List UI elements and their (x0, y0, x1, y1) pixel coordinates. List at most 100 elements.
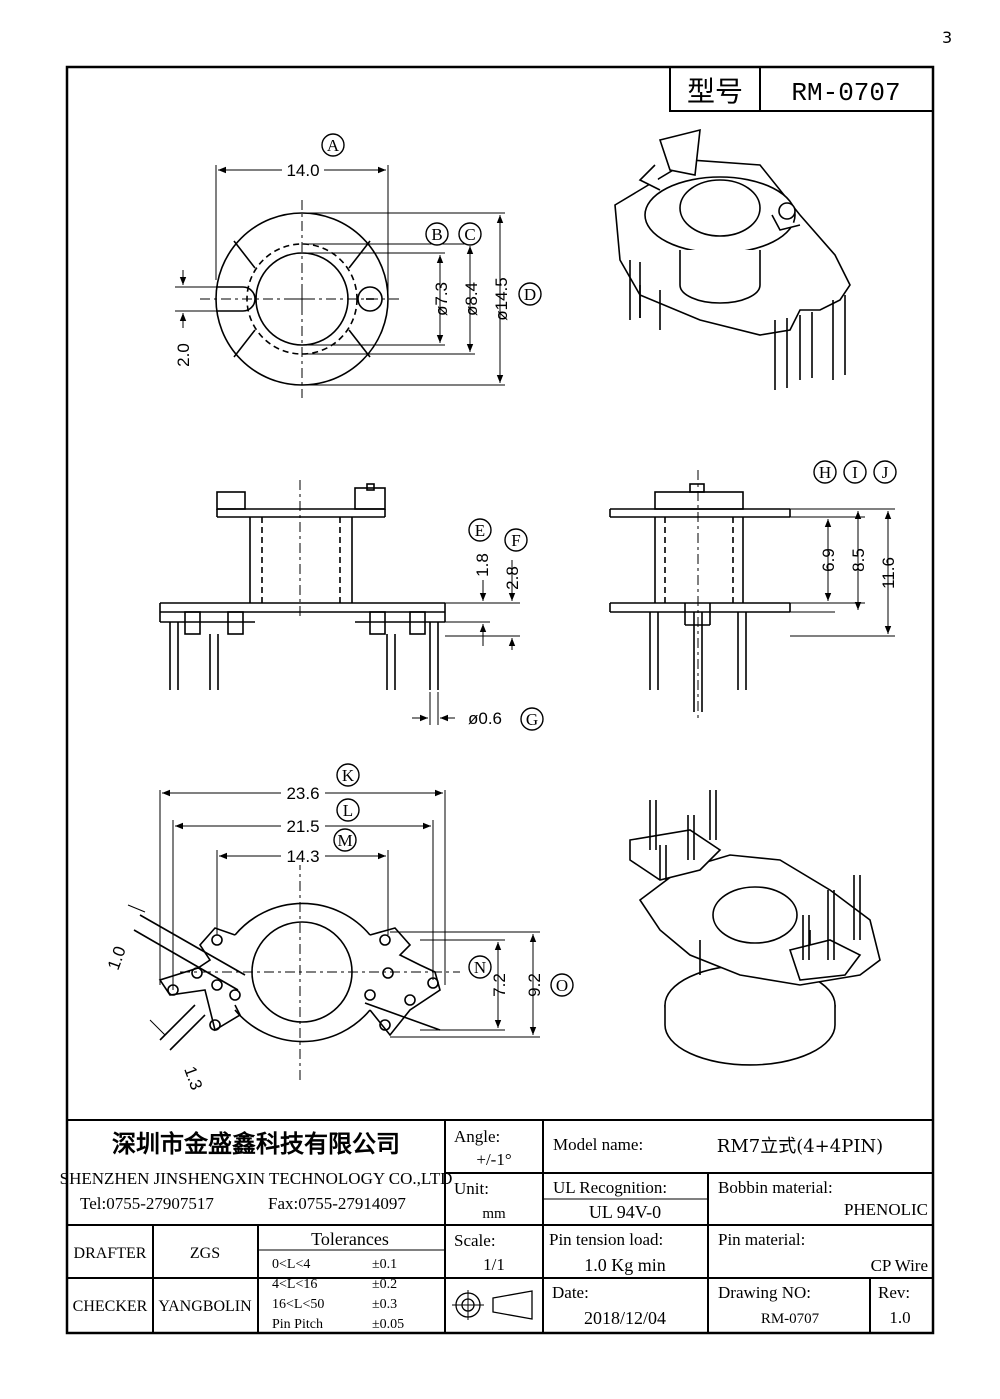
callout-j-label: J (882, 463, 889, 482)
dim-n-value: 7.2 (490, 973, 509, 997)
callout-n-label: N (474, 958, 486, 977)
title-block (67, 1119, 933, 1333)
callout-k-label: K (342, 766, 355, 785)
callout-a-circle (321, 133, 345, 157)
tolerance-range: 16<L<50 (272, 1297, 324, 1312)
tolerance-range: 4<L<16 (272, 1277, 317, 1292)
checker-label: CHECKER (73, 1298, 148, 1315)
unit-label: Unit: (454, 1179, 489, 1198)
dim-j-value: 11.6 (879, 557, 898, 589)
callout-e-label: E (475, 521, 485, 540)
ul-recognition-label: UL Recognition: (553, 1178, 667, 1197)
pin-material-label: Pin material: (718, 1230, 805, 1249)
dim-i-value: 8.5 (849, 548, 868, 572)
dim-m-value: 14.3 (286, 847, 319, 866)
model-name-label: Model name: (553, 1135, 643, 1154)
drawing-no-value: RM-0707 (761, 1311, 820, 1327)
callout-f-circle (504, 528, 528, 552)
dim-c-value: ø8.4 (462, 282, 481, 316)
angle-label: Angle: (454, 1127, 500, 1146)
dim-l-value: 21.5 (286, 817, 319, 836)
callout-i-circle (843, 460, 867, 484)
front-view (159, 480, 520, 725)
model-header-value: RM-0707 (791, 78, 900, 108)
dim-g-value: ø0.6 (468, 709, 502, 728)
bobbin-material-label: Bobbin material: (718, 1178, 833, 1197)
company-name-en: SHENZHEN JINSHENGXIN TECHNOLOGY CO.,LTD (60, 1169, 453, 1188)
drawing-frame (65, 65, 935, 1335)
callout-d-label: D (524, 285, 536, 304)
callout-c-circle (458, 222, 482, 246)
tolerance-range: Pin Pitch (272, 1317, 323, 1332)
checker-value: YANGBOLIN (158, 1298, 252, 1315)
bobbin-material-value: PHENOLIC (844, 1200, 928, 1219)
date-value: 2018/12/04 (584, 1308, 666, 1328)
model-header-label: 型号 (687, 75, 743, 108)
callout-j-circle (873, 460, 897, 484)
drafter-label: DRAFTER (74, 1245, 147, 1262)
dim-d-value: ø14.5 (492, 277, 511, 320)
drawing-no-label: Drawing NO: (718, 1283, 811, 1302)
callout-m-circle (333, 828, 357, 852)
model-header-box: 型号 RM-0707 (669, 66, 934, 112)
isometric-view-bottom (629, 790, 881, 1066)
callout-l-label: L (343, 801, 353, 820)
dim-e-value: 1.8 (473, 553, 492, 577)
company-name-cn: 深圳市金盛鑫科技有限公司 (112, 1129, 400, 1158)
dim-h-value: 6.9 (819, 548, 838, 572)
angle-value: +/-1° (476, 1150, 511, 1169)
callout-i-label: I (852, 463, 858, 482)
dim-o-value: 9.2 (525, 973, 544, 997)
rev-label: Rev: (878, 1283, 910, 1302)
tolerances-title: Tolerances (311, 1229, 389, 1249)
callout-group: A B C D E F G H I J KLM N O (321, 133, 897, 997)
rev-value: 1.0 (889, 1308, 910, 1327)
ul-recognition-value: UL 94V-0 (589, 1202, 661, 1222)
bottom-view (127, 789, 540, 1080)
top-view (175, 165, 505, 398)
dim-pin-height-value: 1.3 (180, 1064, 206, 1093)
callout-o-label: O (556, 976, 568, 995)
unit-value: mm (482, 1206, 506, 1222)
drafter-value: ZGS (190, 1245, 220, 1262)
dim-a-value: 14.0 (286, 161, 319, 180)
tolerance-value: ±0.3 (372, 1297, 397, 1312)
dim-slot-value: 2.0 (174, 343, 193, 367)
scale-value: 1/1 (483, 1255, 505, 1274)
callout-d-circle (518, 282, 542, 306)
callout-g-label: G (526, 710, 538, 729)
model-name-value: RM7立式(4+4PIN) (717, 1136, 883, 1157)
callout-f-label: F (511, 531, 520, 550)
dim-b-value: ø7.3 (432, 282, 451, 316)
dim-k-value: 23.6 (286, 784, 319, 803)
tolerance-value: ±0.1 (372, 1257, 397, 1272)
scale-label: Scale: (454, 1231, 496, 1250)
company-fax: Fax:0755-27914097 (268, 1194, 406, 1213)
dim-f-value: 2.8 (503, 566, 522, 590)
callout-k-circle (336, 763, 360, 787)
callout-b-circle (425, 222, 449, 246)
callout-n-circle (468, 955, 492, 979)
callout-h-circle (813, 460, 837, 484)
callout-l-circle (336, 798, 360, 822)
callout-b-label: B (431, 225, 442, 244)
callout-h-label: H (819, 463, 831, 482)
tolerance-range: 0<L<4 (272, 1257, 310, 1272)
pin-material-value: CP Wire (871, 1256, 928, 1275)
pin-tension-value: 1.0 Kg min (584, 1255, 666, 1275)
side-view (609, 470, 895, 720)
callout-g-circle (520, 707, 544, 731)
pin-tension-label: Pin tension load: (549, 1230, 663, 1249)
callout-c-label: C (464, 225, 475, 244)
callout-a-label: A (327, 136, 340, 155)
company-tel: Tel:0755-27907517 (80, 1194, 214, 1213)
callout-m-label: M (337, 831, 352, 850)
isometric-view-top (614, 128, 851, 390)
corner-mark: 3 (942, 28, 953, 47)
callout-e-circle (468, 518, 492, 542)
tolerance-value: ±0.05 (372, 1317, 404, 1332)
dim-pin-width-value: 1.0 (104, 944, 130, 973)
date-label: Date: (552, 1283, 589, 1302)
